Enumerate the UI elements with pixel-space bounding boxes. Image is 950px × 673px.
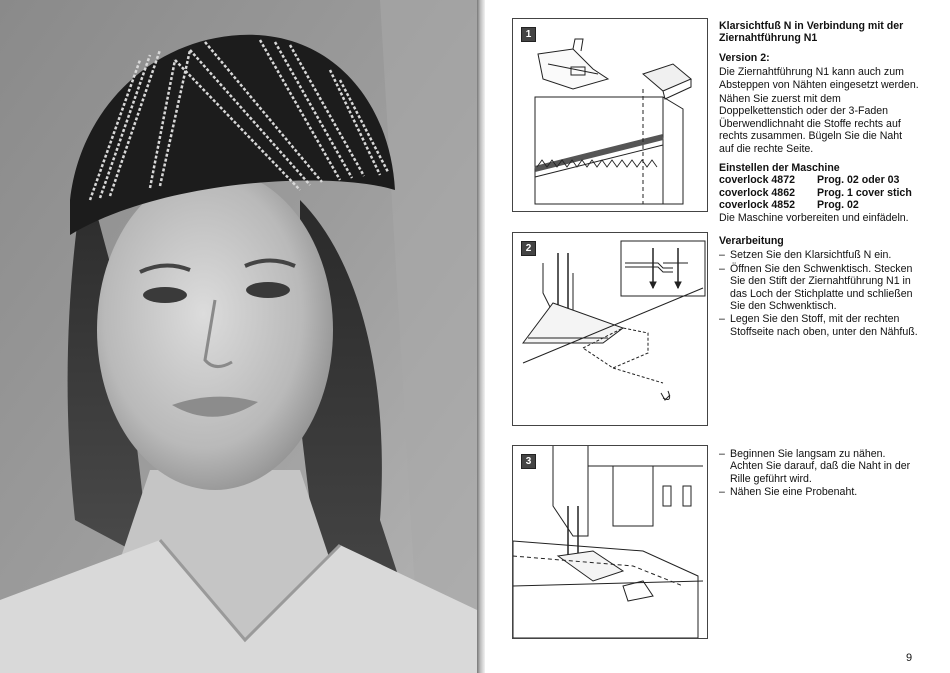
settings-prog: Prog. 02 — [817, 199, 859, 212]
version-label: Version 2: — [719, 51, 770, 64]
step-text: Legen Sie den Stoff, mit der rechten Sto… — [730, 313, 918, 338]
photo-woman-headband — [0, 0, 477, 673]
settings-note: Die Maschine vorbereiten und einfädeln. — [719, 211, 909, 224]
processing-title: Verarbeitung — [719, 235, 784, 247]
step-text: Öffnen Sie den Schwenktisch. Stecken Sie… — [730, 262, 913, 313]
settings-row: coverlock 4852 Prog. 02 — [719, 199, 919, 211]
list-item: –Legen Sie den Stoff, mit der rechten St… — [719, 313, 919, 338]
section-processing: Verarbeitung –Setzen Sie den Klarsichtfu… — [719, 235, 919, 339]
intro-paragraph-1: Die Ziernahtführung N1 kann auch zum Abs… — [719, 66, 919, 91]
list-item: –Setzen Sie den Klarsichtfuß N ein. — [719, 249, 919, 261]
list-item: –Beginnen Sie langsam zu nähen. Achten S… — [719, 448, 919, 485]
figure-1-number: 1 — [521, 27, 536, 42]
figure-3: 3 — [512, 445, 708, 639]
figure-3-illustration — [513, 446, 704, 638]
page-number: 9 — [906, 652, 913, 664]
list-dash: – — [719, 249, 725, 262]
settings-model: coverlock 4852 — [719, 199, 795, 212]
section-title: Klarsichtfuß N in Verbindung mit der Zie… — [719, 20, 904, 45]
list-item: –Nähen Sie eine Probenaht. — [719, 486, 919, 498]
settings-row: coverlock 4862 Prog. 1 cover stich — [719, 187, 919, 199]
intro-paragraph-2: Nähen Sie zuerst mit dem Doppelkettensti… — [719, 93, 903, 155]
settings-title: Einstellen der Maschine — [719, 162, 840, 175]
figure-3-number: 3 — [521, 454, 536, 469]
figure-2-number: 2 — [521, 241, 536, 256]
list-dash: – — [719, 486, 725, 499]
section-intro: Klarsichtfuß N in Verbindung mit der Zie… — [719, 20, 919, 224]
section-sewing: –Beginnen Sie langsam zu nähen. Achten S… — [719, 448, 919, 500]
list-dash: – — [719, 313, 725, 326]
list-item: –Öffnen Sie den Schwenktisch. Stecken Si… — [719, 263, 919, 313]
figure-1: 1 — [512, 18, 708, 212]
figure-2-illustration — [522, 240, 706, 401]
settings-table: coverlock 4872 Prog. 02 oder 03 coverloc… — [719, 174, 919, 211]
settings-row: coverlock 4872 Prog. 02 oder 03 — [719, 174, 919, 186]
photo-illustration — [0, 0, 477, 673]
settings-prog: Prog. 02 oder 03 — [817, 174, 900, 187]
sewing-steps: –Beginnen Sie langsam zu nähen. Achten S… — [719, 448, 919, 499]
step-text: Nähen Sie eine Probenaht. — [730, 486, 858, 499]
settings-prog: Prog. 1 cover stich — [817, 186, 912, 199]
figure-1-illustration — [534, 38, 692, 205]
figure-2: 2 — [512, 232, 708, 426]
processing-steps: –Setzen Sie den Klarsichtfuß N ein. –Öff… — [719, 249, 919, 338]
book-spine-shadow — [477, 0, 485, 673]
list-dash: – — [719, 448, 725, 460]
list-dash: – — [719, 262, 725, 275]
step-text: Setzen Sie den Klarsichtfuß N ein. — [730, 249, 892, 262]
step-text: Beginnen Sie langsam zu nähen. Achten Si… — [730, 448, 911, 485]
settings-model: coverlock 4862 — [719, 186, 795, 199]
settings-model: coverlock 4872 — [719, 174, 795, 187]
